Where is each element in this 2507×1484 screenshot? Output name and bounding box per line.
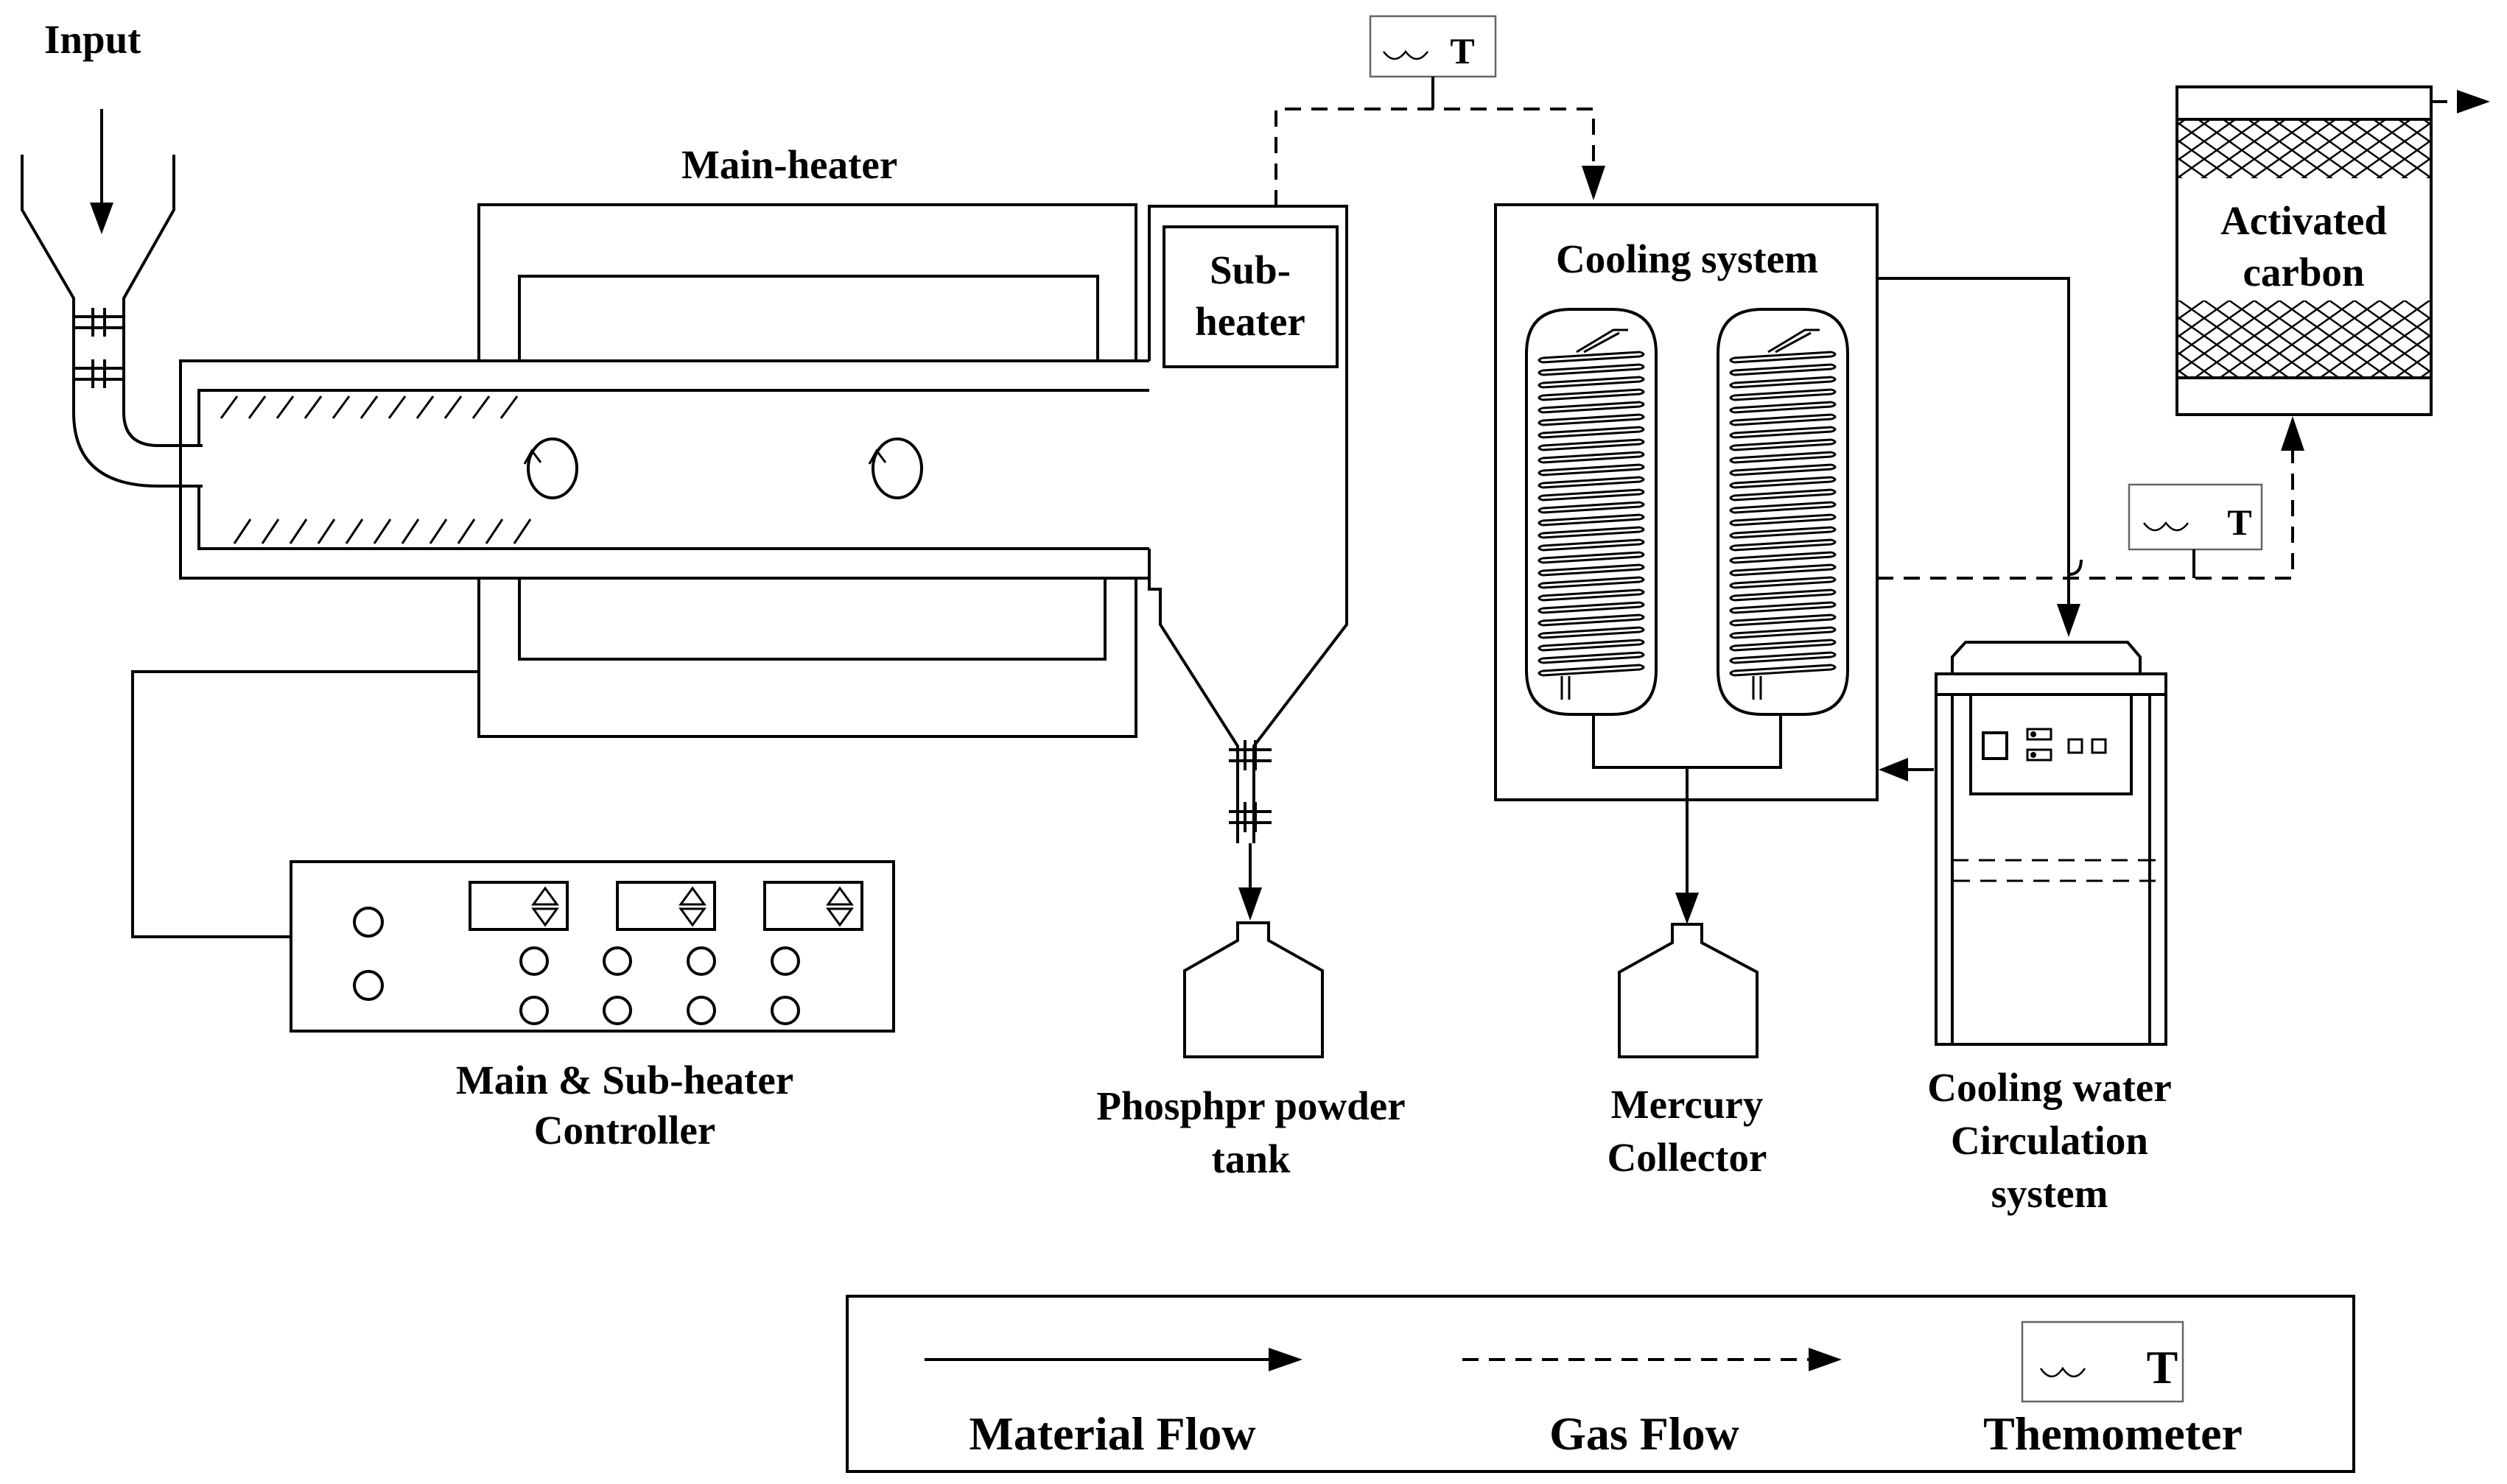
cooling-system-label: Cooling system bbox=[1556, 236, 1818, 281]
gas-flow-line-to-carbon bbox=[1877, 449, 2294, 580]
input-hopper: Input bbox=[21, 17, 203, 488]
legend-thermometer-label: Themometer bbox=[1983, 1407, 2243, 1460]
coil-inlet-outlet bbox=[1752, 328, 1820, 700]
activated-carbon-filter: Activated carbon bbox=[2175, 85, 2490, 416]
coil-bends bbox=[1729, 351, 1837, 677]
mercury-collector-label-1: Mercury bbox=[1611, 1082, 1764, 1127]
coil-windings bbox=[1729, 328, 1837, 700]
rotation-symbol bbox=[868, 437, 923, 499]
controller-label-2: Controller bbox=[534, 1108, 715, 1153]
activated-carbon-label-1: Activated bbox=[2220, 198, 2387, 243]
controller-display bbox=[469, 881, 569, 931]
cooling-water-label-3: system bbox=[1991, 1171, 2108, 1216]
sub-heater-label-2: heater bbox=[1195, 299, 1305, 344]
rotation-symbol bbox=[523, 437, 578, 499]
condenser-coil bbox=[1525, 308, 1782, 769]
cooling-water-supply-line bbox=[1877, 277, 2070, 574]
controller-label-1: Main & Sub-heater bbox=[456, 1058, 793, 1103]
coil-turns bbox=[1733, 351, 1832, 677]
cooling-water-circulator: Cooling water Circulation system bbox=[1927, 641, 2172, 1216]
cooling-water-label-2: Circulation bbox=[1951, 1118, 2148, 1163]
thermometer-sub-heater: T bbox=[1369, 15, 1497, 109]
thermometer-symbol: T bbox=[1450, 30, 1474, 71]
mercury-collector-label-2: Collector bbox=[1607, 1135, 1767, 1180]
legend-material-flow-label: Material Flow bbox=[969, 1407, 1255, 1460]
controller-display bbox=[763, 881, 863, 931]
controller-knob bbox=[353, 907, 384, 938]
condenser-coil bbox=[1717, 308, 1849, 716]
phosphor-tank-label-1: Phosphpr powder bbox=[1096, 1083, 1405, 1128]
cooling-water-label-1: Cooling water bbox=[1927, 1065, 2171, 1110]
thermometer-exhaust: T bbox=[2128, 483, 2263, 578]
cooling-system: Cooling system bbox=[1494, 203, 1879, 924]
legend-material-flow: Material Flow bbox=[925, 1348, 1302, 1460]
sub-heater-label-1: Sub- bbox=[1210, 247, 1291, 292]
coil-windings bbox=[1537, 328, 1645, 700]
coil-inlet-outlet bbox=[1560, 328, 1628, 700]
activated-carbon-label-2: carbon bbox=[2243, 250, 2365, 295]
controller-knob bbox=[353, 970, 384, 1001]
insulation-hatching-bottom bbox=[233, 518, 532, 544]
thermometer-symbol: T bbox=[2227, 502, 2251, 543]
heater-controller: Main & Sub-heater Controller bbox=[131, 670, 895, 1153]
coil-bends bbox=[1537, 351, 1645, 677]
insulation-hatching-top bbox=[220, 395, 519, 419]
legend-gas-flow-label: Gas Flow bbox=[1549, 1407, 1739, 1460]
legend-box bbox=[846, 1295, 2355, 1473]
mercury-collector: Mercury Collector bbox=[1607, 923, 1767, 1180]
input-label: Input bbox=[44, 17, 141, 62]
main-heater: Main-heater bbox=[477, 142, 1137, 738]
furnace-tube bbox=[179, 359, 1151, 580]
controller-display bbox=[616, 881, 716, 931]
gas-flow-line-to-cooling bbox=[1274, 108, 1595, 206]
legend-thermometer: T Themometer bbox=[1983, 1321, 2243, 1460]
controller-buttons bbox=[519, 946, 800, 1025]
sub-heater-box bbox=[1163, 225, 1339, 368]
phosphor-powder-tank: Phosphpr powder tank bbox=[1096, 921, 1406, 1181]
sub-heater-cyclone: Sub- heater bbox=[1148, 205, 1348, 921]
coil-turns bbox=[1542, 351, 1641, 677]
phosphor-tank-label-2: tank bbox=[1212, 1136, 1291, 1181]
legend: Material Flow Gas Flow T Themometer bbox=[846, 1295, 2355, 1473]
legend-thermometer-symbol: T bbox=[2147, 1341, 2178, 1393]
main-heater-label: Main-heater bbox=[681, 142, 897, 187]
legend-gas-flow: Gas Flow bbox=[1462, 1348, 1842, 1460]
controller-panel bbox=[290, 860, 895, 1033]
